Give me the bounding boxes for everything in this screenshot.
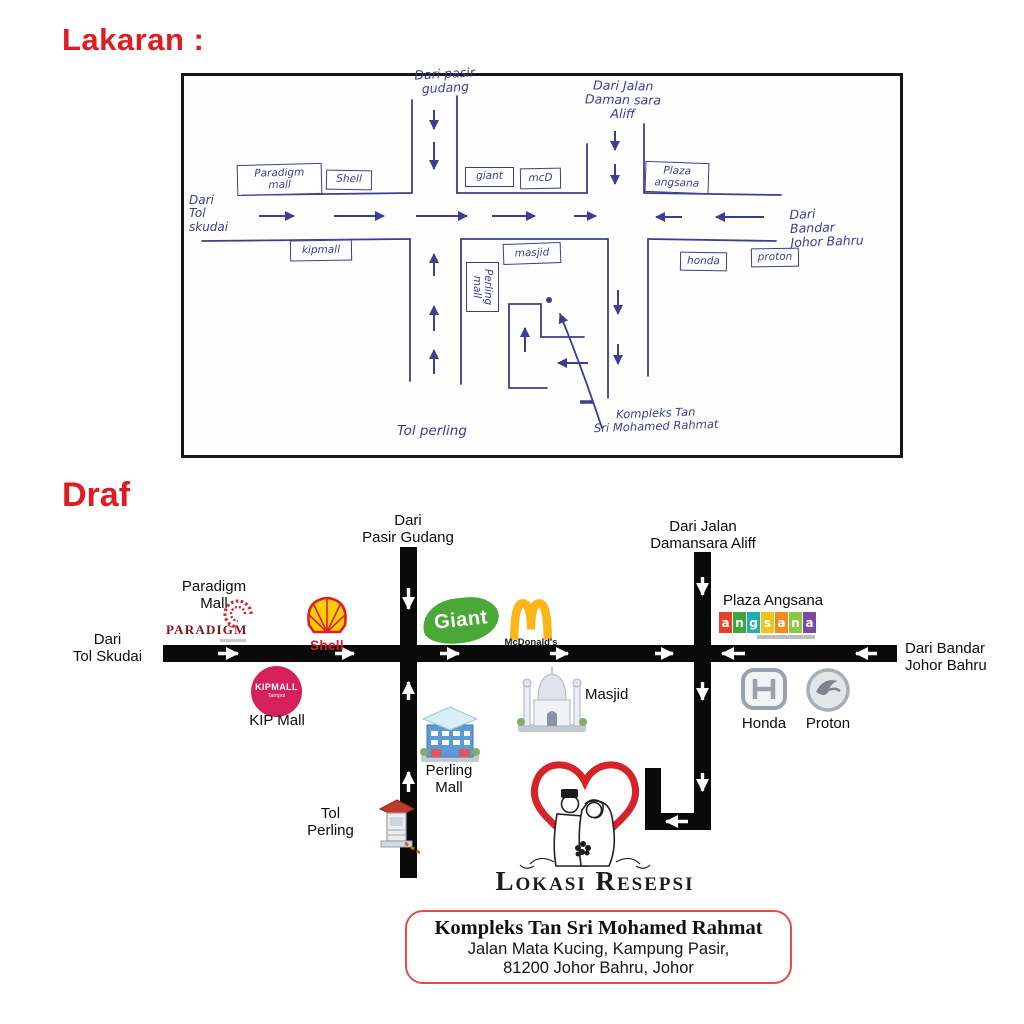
address-venue-name: Kompleks Tan Sri Mohamed Rahmat: [434, 916, 763, 939]
mcdonalds-arches-icon: [510, 599, 552, 640]
shell-scallop-icon: [307, 596, 347, 634]
mcdonalds-wordmark: McDonald's: [504, 637, 558, 648]
angsana-letter-tile: a: [803, 612, 816, 633]
sketch-label-dari-tol-skudai: Dari Tol skudai: [189, 193, 229, 234]
sketch-box-giant: giant: [465, 167, 514, 187]
label-dari-tol-skudai: Dari Tol Skudai: [72, 631, 143, 666]
kipmall-wordmark: KIPMALL: [255, 682, 298, 693]
sketch-box-kipmall: kipmall: [289, 239, 353, 262]
label-dari-pasir-gudang: Dari Pasir Gudang: [362, 512, 454, 547]
address-street: Jalan Mata Kucing, Kampung Pasir,: [467, 939, 730, 958]
toll-booth-icon: [378, 799, 420, 855]
sketch-label-tol-perling: Tol perling: [397, 423, 467, 439]
label-dari-bandar-jb: Dari Bandar Johor Bahru: [905, 640, 987, 675]
sketch-box-perling-mall-text: Perling mall: [471, 268, 495, 306]
angsana-letter-tile: a: [775, 612, 788, 633]
sketch-roads-layer: [201, 95, 782, 429]
mall-building-icon: [420, 706, 480, 762]
road-pasir-gudang: [400, 547, 417, 878]
proton-logo: [806, 668, 850, 712]
angsana-letter-tile: g: [747, 612, 760, 633]
label-paradigm-mall: Paradigm Mall: [181, 578, 247, 613]
paradigm-wordmark: PARADIGM: [166, 622, 248, 637]
shell-logo: Shell: [301, 595, 353, 653]
paradigm-caption-strip: [220, 639, 246, 642]
label-dari-jalan-damansara: Dari Jalan Damansara Aliff: [650, 518, 756, 553]
honda-logo: [741, 668, 787, 710]
label-proton: Proton: [805, 715, 851, 732]
label-tol-perling: Tol Perling: [307, 805, 354, 840]
label-masjid: Masjid: [585, 686, 629, 703]
paradigm-logo: PARADIGM: [166, 599, 266, 644]
sketch-box-proton: proton: [750, 247, 800, 268]
sketch-map: Dari pasir gudang Dari Jalan Daman sara …: [181, 64, 903, 458]
sketch-box-masjid: masjid: [502, 241, 562, 266]
sketch-arrows-layer: [259, 110, 764, 374]
label-kip-mall: KIP Mall: [249, 712, 305, 729]
label-plaza-angsana: Plaza Angsana: [723, 592, 824, 609]
angsana-caption-strip: [757, 635, 815, 639]
sketch-box-shell: Shell: [325, 169, 373, 191]
sketch-box-plaza-angsana: Plaza angsana: [644, 160, 710, 195]
sketch-box-perling-mall: Perling mall: [466, 262, 499, 312]
sketch-box-honda: honda: [679, 251, 728, 272]
wedding-couple-illustration: [519, 761, 651, 869]
road-reception-stub: [645, 768, 661, 830]
shell-wordmark: Shell: [310, 638, 344, 653]
sketch-box-paradigm-mall: Paradigm mall: [236, 162, 323, 197]
angsana-letter-tile: n: [789, 612, 802, 633]
sketch-label-dari-jalan-damansara: Dari Jalan Daman sara Aliff: [584, 77, 662, 122]
angsana-letter-tile: a: [719, 612, 732, 633]
draft-map: Dari Pasir Gudang Dari Jalan Damansara A…: [0, 500, 1024, 1024]
sketch-label-dari-pasir-gudang: Dari pasir gudang: [413, 64, 476, 97]
lakaran-section-title: Lakaran :: [62, 22, 205, 57]
draft-roads-layer: [163, 547, 897, 878]
address-city: 81200 Johor Bahru, Johor: [503, 958, 694, 977]
mosque-icon: [517, 667, 587, 732]
angsana-letter-tile: s: [761, 612, 774, 633]
lokasi-resepsi-title: Lokasi Resepsi: [495, 866, 695, 896]
paradigm-swirl-icon: [223, 599, 253, 629]
address-box: Kompleks Tan Sri Mohamed Rahmat Jalan Ma…: [405, 910, 792, 984]
angsana-letter-tile: n: [733, 612, 746, 633]
draft-arrows-layer: [218, 577, 877, 828]
giant-wordmark: Giant: [433, 606, 489, 634]
mcdonalds-logo: McDonald's: [499, 596, 563, 648]
sketch-box-mcd: mcD: [519, 167, 562, 190]
kipmall-sub-wordmark: Tampoi: [267, 693, 286, 700]
kipmall-logo: KIPMALL Tampoi: [251, 666, 302, 717]
label-perling-mall: Perling Mall: [425, 762, 473, 797]
sketch-location-dot: [546, 297, 552, 303]
draf-section-title: Draf: [62, 476, 131, 514]
label-honda: Honda: [741, 715, 787, 732]
sketch-label-dari-bandar-jb: Dari Bandar Johor Bahru: [789, 206, 864, 250]
